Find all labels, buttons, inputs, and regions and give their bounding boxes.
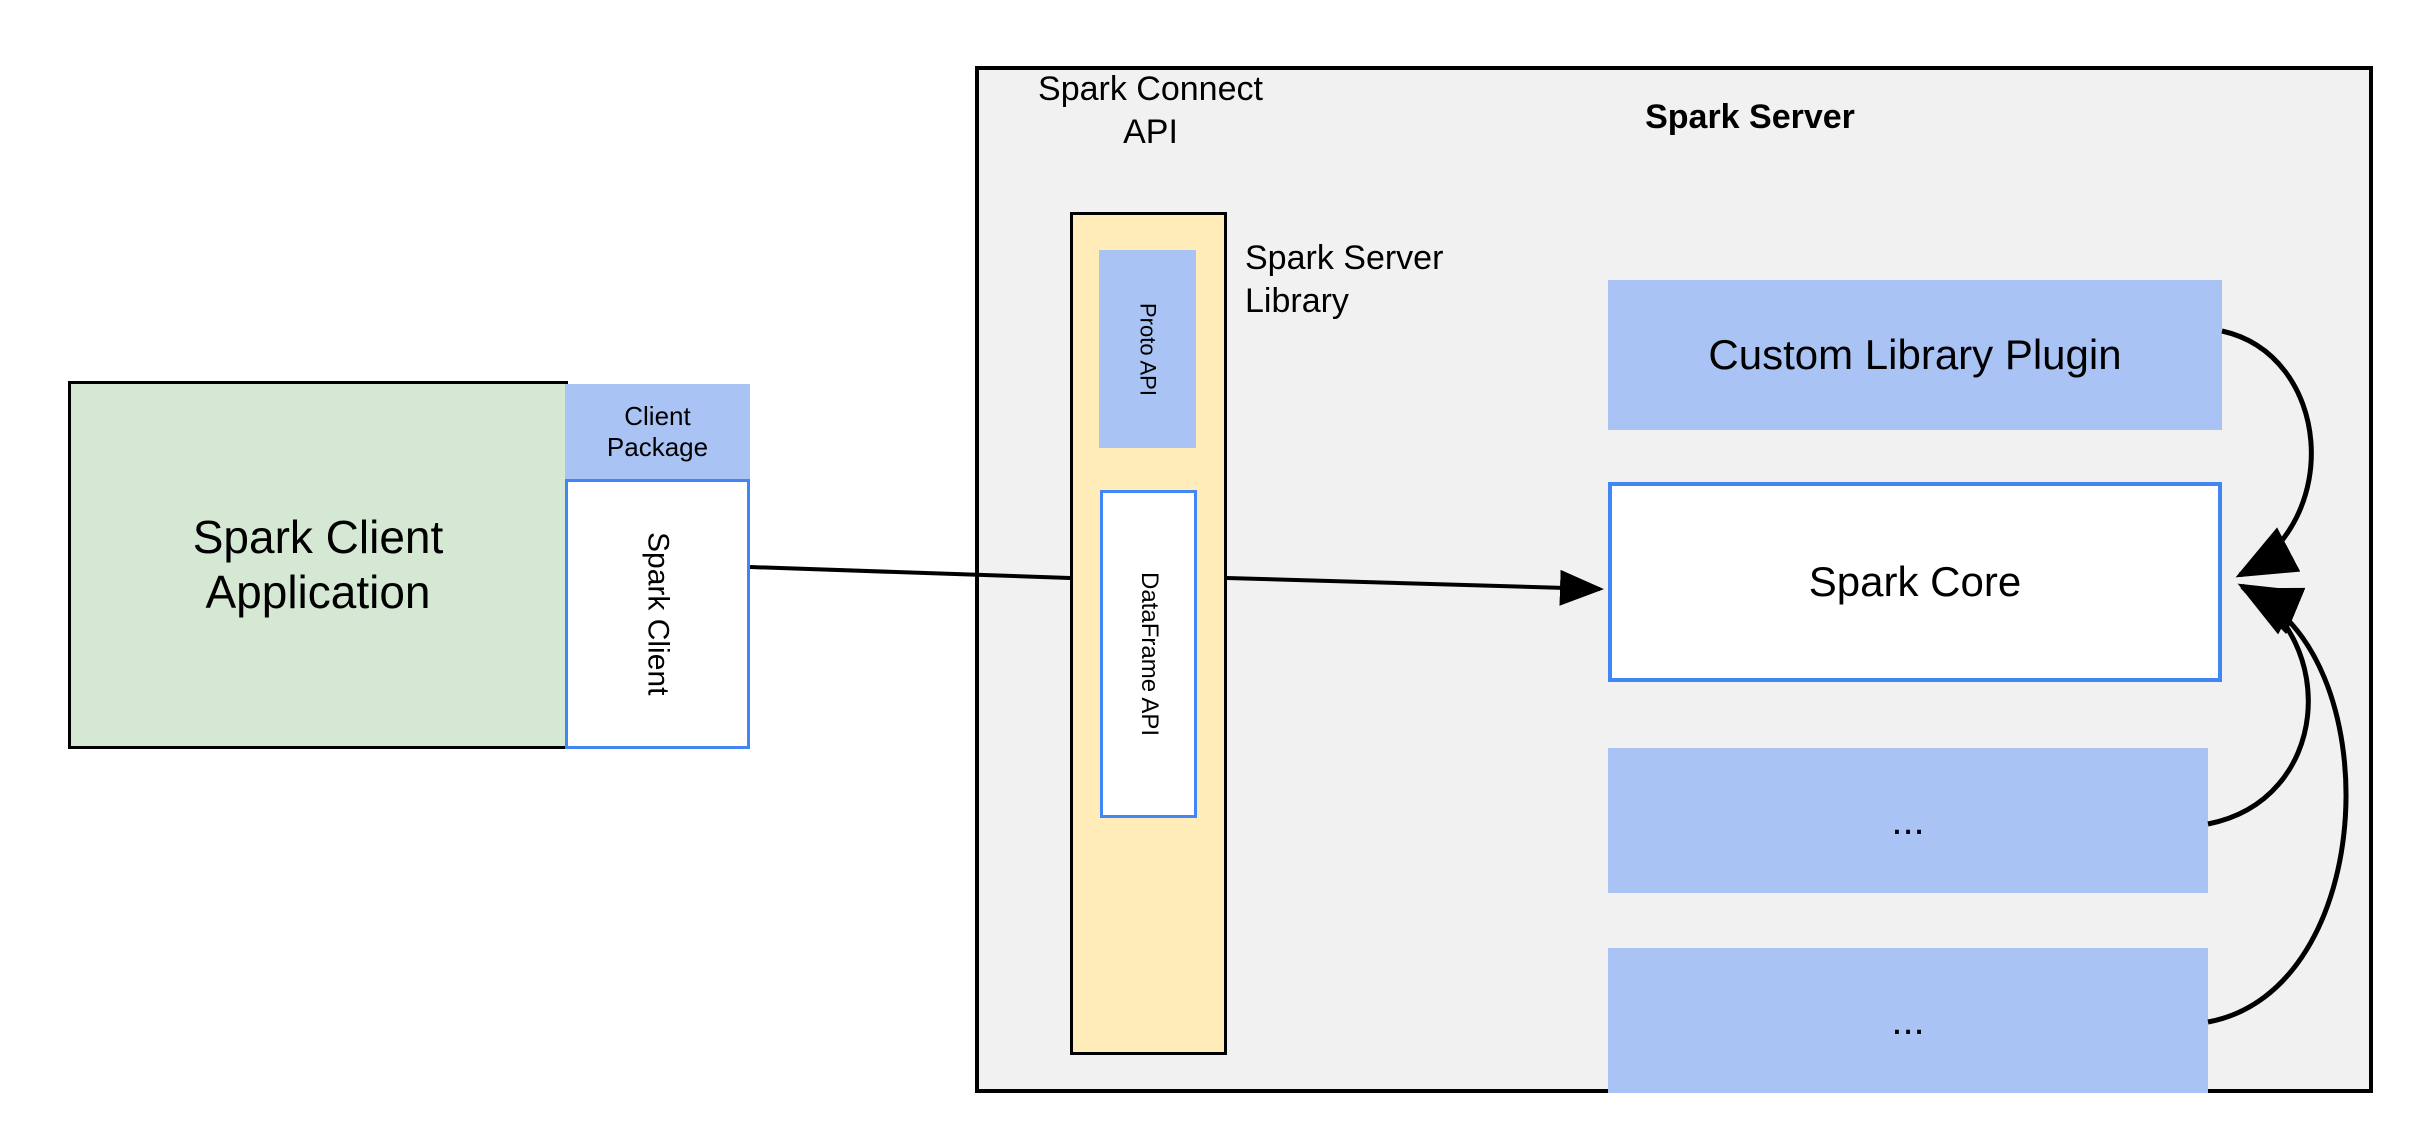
spark-client-box[interactable]: Spark Client [565,479,750,749]
spark-client-application-label-line1: Spark Client [192,510,444,563]
spark-connect-api-label-line2: API [1123,112,1178,151]
custom-library-plugin-box[interactable]: Custom Library Plugin [1608,280,2222,430]
spark-server-library-label-line1: Spark Server [1245,239,1444,277]
client-package-label-line1: Client [624,400,691,431]
ellipsis-box-2[interactable]: ... [1608,948,2208,1093]
spark-server-title: Spark Server [1645,98,1855,136]
spark-server-library-label-line2: Library [1245,281,1349,320]
spark-client-label: Spark Client [641,532,675,696]
spark-client-application-box[interactable]: Spark Client Application [68,381,568,749]
spark-connect-api-label: Spark Connect API [1003,68,1298,153]
proto-api-box[interactable]: Proto API [1099,250,1196,448]
spark-connect-api-label-line1: Spark Connect [1038,70,1263,108]
dataframe-api-box[interactable]: DataFrame API [1100,490,1197,818]
ellipsis-box-1[interactable]: ... [1608,748,2208,893]
spark-client-application-label-line2: Application [205,566,431,618]
client-package-label-line2: Package [606,432,709,462]
spark-server-library-label: Spark Server Library [1245,237,1535,322]
spark-core-box[interactable]: Spark Core [1608,482,2222,682]
client-package-box[interactable]: Client Package [565,384,750,480]
